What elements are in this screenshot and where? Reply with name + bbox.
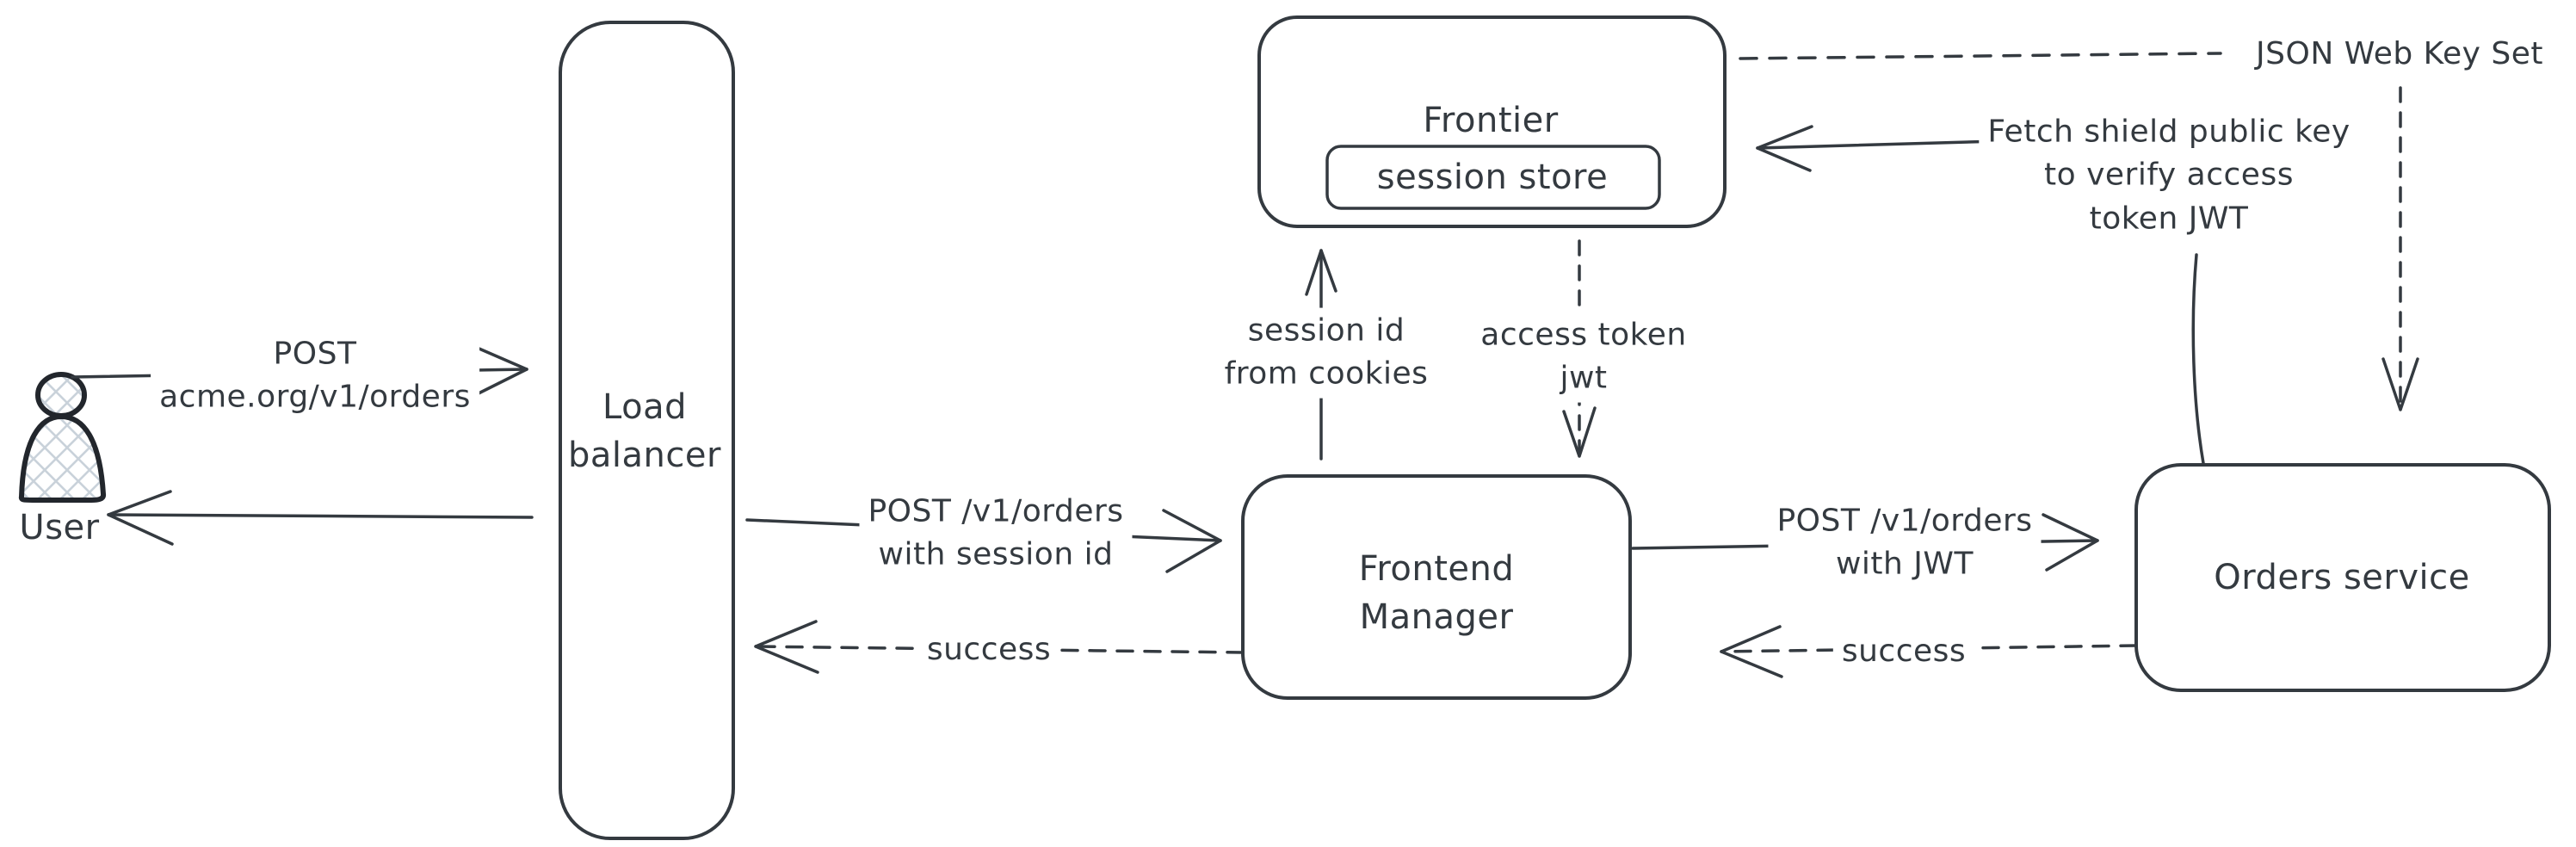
arrow-jwks-to-orders-service (2381, 86, 2419, 411)
arrow-head (754, 620, 819, 674)
node-orders-service (2134, 463, 2551, 692)
edge-label-orders-to-fm-success: success (1832, 628, 1975, 676)
person-head (35, 372, 87, 418)
arrow-head (1305, 249, 1337, 296)
edge-label-fetch-public-key: Fetch shield public key to verify access… (1979, 108, 2359, 243)
edge-label-lb-to-fm: POST /v1/orders with session id (859, 488, 1133, 579)
label-line: jwt (1560, 361, 1608, 396)
label-line: acme.org/v1/orders (159, 380, 471, 415)
edge-label-session-id: session id from cookies (1215, 307, 1437, 399)
label-line: token JWT (2089, 201, 2249, 237)
edge-label-fm-to-lb-success: success (917, 626, 1060, 674)
user-person-icon (18, 372, 107, 503)
label-line: with session id (878, 537, 1114, 572)
label-line: Frontend (1358, 549, 1515, 589)
frontend-manager-label: Frontend Manager (1359, 545, 1515, 641)
user-label: User (19, 508, 100, 547)
label-line: access token (1480, 317, 1687, 353)
arrow-head (1562, 406, 1597, 458)
label-line: POST (273, 336, 357, 372)
load-balancer-label: Load balancer (568, 383, 721, 479)
frontier-label: Frontier (1423, 101, 1559, 140)
node-boxes (559, 15, 2551, 840)
label-line: POST /v1/orders (868, 493, 1124, 529)
arrow-curve (2191, 253, 2205, 465)
jwks-label: JSON Web Key Set (2256, 35, 2543, 71)
arrow-head (107, 490, 174, 546)
node-session-store (1325, 145, 1661, 210)
node-frontier (1257, 15, 1727, 228)
label-line: with JWT (1835, 547, 1974, 582)
arrow-head (2381, 357, 2419, 411)
line-frontier-to-jwks (1739, 52, 2222, 60)
node-load-balancer (559, 21, 735, 840)
node-frontend-manager (1241, 474, 1632, 700)
arrow-load-balancer-to-user (107, 490, 534, 546)
arrow-head (1756, 125, 1813, 172)
arrow-line (107, 513, 534, 519)
edge-label-fm-to-orders: POST /v1/orders with JWT (1768, 498, 2042, 589)
arrow-head (473, 345, 528, 395)
arrow-head (2042, 513, 2099, 572)
label-line: Load (602, 387, 687, 427)
label-line: balancer (568, 436, 721, 475)
arrow-head (1720, 625, 1783, 678)
edge-label-user-to-lb: POST acme.org/v1/orders (151, 331, 479, 422)
label-line: from cookies (1224, 356, 1429, 392)
person-body (18, 414, 107, 503)
label-line: POST /v1/orders (1776, 503, 2033, 539)
arrow-line (754, 645, 1245, 654)
edge-label-access-token: access token jwt (1472, 312, 1696, 403)
label-line: session id (1247, 312, 1405, 349)
label-line: Manager (1359, 597, 1514, 637)
session-store-label: session store (1376, 158, 1609, 197)
arrow-frontend-manager-to-load-balancer-success (754, 620, 1245, 674)
label-line: Fetch shield public key (1987, 114, 2351, 150)
arrow-head (1162, 509, 1222, 573)
dashed-line (1739, 52, 2222, 60)
label-line: to verify access (2044, 157, 2294, 193)
orders-service-label: Orders service (2214, 558, 2470, 597)
